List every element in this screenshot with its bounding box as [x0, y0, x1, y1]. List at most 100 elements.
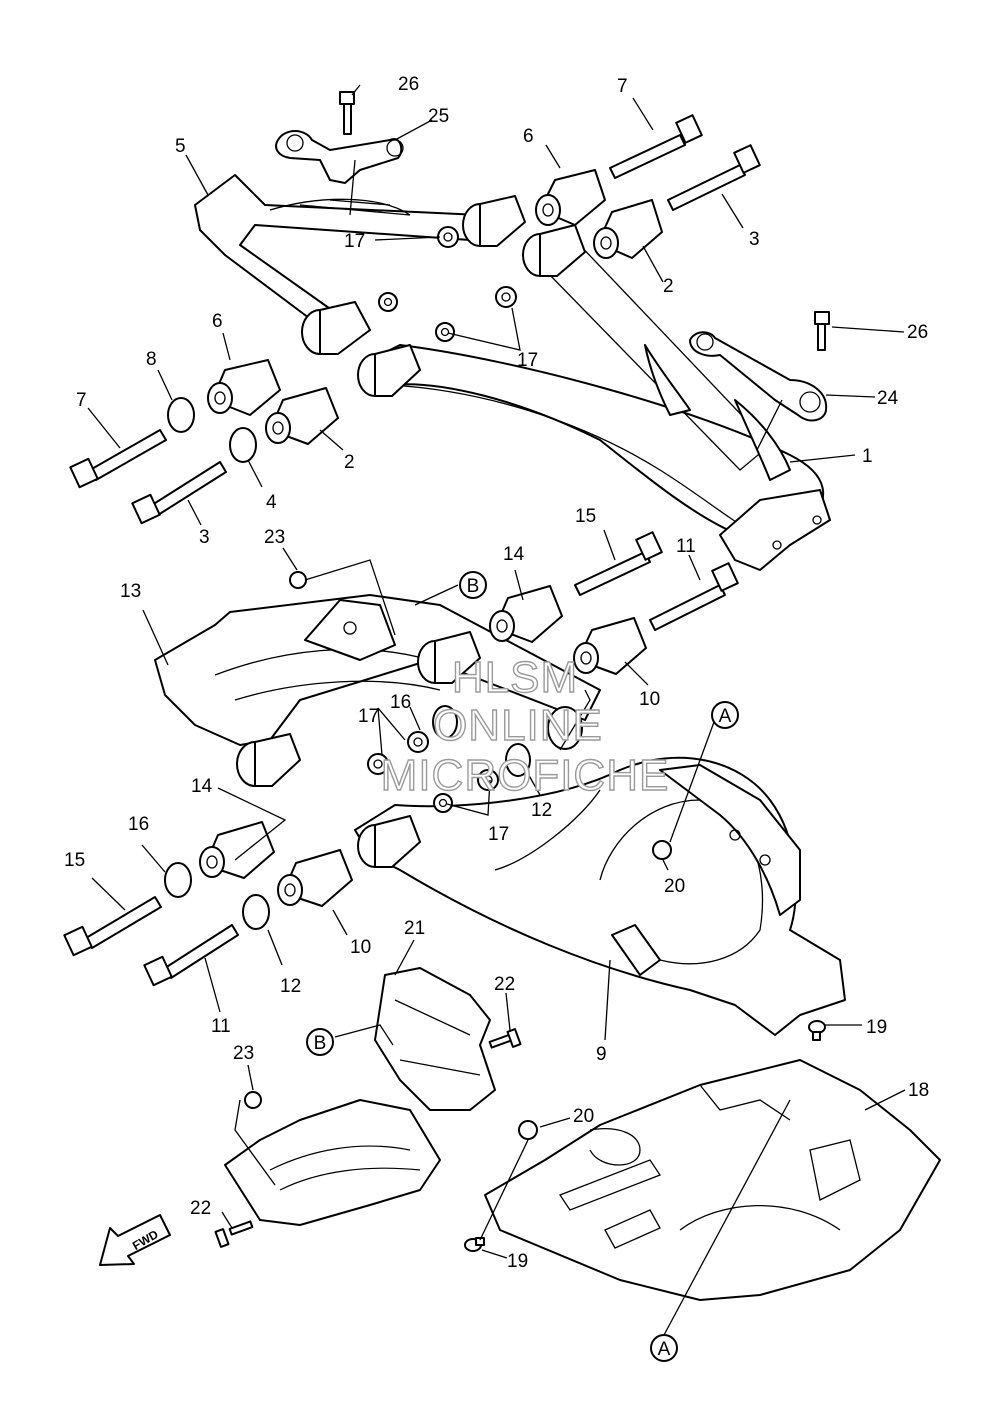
callout-15-left: 15: [64, 850, 85, 871]
fwd-arrow: FWD: [99, 1214, 171, 1266]
ref-b-top-label: B: [467, 576, 480, 597]
callout-4: 4: [266, 492, 277, 513]
ref-a-mid-label: A: [719, 706, 732, 727]
bolt-19-low: [464, 1237, 485, 1252]
callout-10-top: 10: [639, 689, 660, 710]
bolt-22-top: [488, 1028, 522, 1049]
callout-15-top: 15: [575, 506, 596, 527]
bolt-26-top: [339, 91, 355, 135]
washer-12-top: [505, 743, 531, 777]
bushing-6-top: [535, 169, 606, 226]
callout-2-top: 2: [663, 276, 674, 297]
callout-26-right: 26: [907, 322, 928, 343]
bolt-15-top: [574, 531, 663, 596]
watermark-line1: HLSM: [452, 653, 578, 702]
nuts-17-upper: [378, 226, 517, 342]
leader-lines: [87, 84, 906, 1336]
clamp-24: [689, 331, 828, 422]
bolt-11-top: [649, 562, 739, 631]
callout-17-mid: 17: [517, 350, 538, 371]
bushing-2-top: [593, 199, 663, 259]
washer-16-left: [164, 862, 192, 898]
bushing-14-left: [199, 821, 275, 879]
washer-16-top: [432, 705, 458, 739]
callout-7-left: 7: [76, 390, 87, 411]
callout-7-top: 7: [617, 76, 628, 97]
callout-10-left: 10: [350, 937, 371, 958]
watermark-line2: ONLINE: [433, 701, 603, 750]
bolt-7-top: [609, 114, 703, 179]
callout-9: 9: [596, 1044, 607, 1065]
bushing-14-top: [489, 585, 563, 643]
callout-14-top: 14: [503, 544, 525, 565]
callout-17-bottom: 17: [488, 824, 509, 845]
callout-6-top: 6: [523, 126, 534, 147]
callout-3-left: 3: [199, 527, 210, 548]
washer-8: [167, 397, 195, 433]
callout-numbers: 26 25 5 7 6 3 17 2 26 6 8 17 24 7 2 1 4 …: [64, 74, 929, 1272]
callout-22-top: 22: [494, 974, 515, 995]
bolt-7-left: [69, 429, 167, 489]
ref-b-top: B: [459, 571, 487, 599]
ref-b-low: B: [306, 1028, 334, 1056]
bushing-6-left: [207, 359, 281, 416]
bolt-15-left: [63, 896, 162, 957]
bolt-26-right: [814, 311, 830, 351]
ref-a-low-label: A: [658, 1339, 671, 1360]
callout-11-top: 11: [676, 536, 696, 557]
callout-20-mid: 20: [664, 876, 685, 897]
watermark-line3: MICROFICHE: [381, 751, 670, 800]
guard-21: [224, 967, 496, 1226]
ref-a-mid: A: [711, 701, 739, 729]
callout-12-top: 12: [531, 800, 552, 821]
callout-8: 8: [146, 349, 157, 370]
callout-20-low: 20: [573, 1106, 594, 1127]
bolt-22-low: [214, 1220, 254, 1248]
nut-20-low: [518, 1120, 538, 1140]
callout-23-low: 23: [233, 1043, 254, 1064]
callout-25: 25: [428, 106, 449, 127]
callout-18: 18: [908, 1080, 929, 1101]
bolt-3-left: [131, 461, 227, 525]
bushing-10-top: [573, 617, 647, 675]
callout-23-top: 23: [264, 527, 285, 548]
nut-20-mid: [652, 840, 672, 860]
callout-26-top: 26: [398, 74, 419, 95]
callout-3-top: 3: [749, 229, 760, 250]
washer-12-left: [242, 894, 270, 930]
callout-16-top: 16: [390, 692, 411, 713]
clamp-25: [275, 130, 404, 184]
callout-1: 1: [862, 446, 873, 467]
bolt-19-right: [808, 1020, 826, 1041]
guard-18: [484, 1059, 941, 1301]
callout-24: 24: [877, 388, 899, 409]
ref-a-low: A: [650, 1334, 678, 1362]
nuts-17-lower: [367, 731, 499, 813]
callout-11-left: 11: [211, 1016, 231, 1037]
callout-17-low: 17: [358, 706, 379, 727]
nut-23-low: [244, 1091, 262, 1109]
lower-arm-assembly: [154, 594, 846, 1036]
callout-17-top: 17: [344, 231, 365, 252]
bolt-11-left: [143, 924, 239, 987]
watermark: HLSM ONLINE MICROFICHE: [380, 652, 670, 800]
nut-23-top: [289, 571, 307, 589]
bolt-3-top: [667, 144, 761, 211]
ref-b-low-label: B: [314, 1033, 327, 1054]
callout-22-low: 22: [190, 1198, 211, 1219]
washer-4: [229, 427, 257, 463]
bushing-10-left: [277, 849, 353, 907]
callout-21: 21: [404, 918, 425, 939]
callout-19-right: 19: [866, 1017, 887, 1038]
callout-12-left: 12: [280, 976, 301, 997]
callout-5: 5: [175, 136, 186, 157]
bushing-2-left: [265, 387, 339, 445]
callout-6-left: 6: [212, 311, 223, 332]
callout-14-left: 14: [191, 776, 213, 797]
upper-arm-assembly: [194, 174, 831, 571]
callout-13: 13: [120, 581, 141, 602]
callout-19-low: 19: [507, 1251, 528, 1272]
callout-2-left: 2: [344, 452, 355, 473]
callout-16-left: 16: [128, 814, 149, 835]
